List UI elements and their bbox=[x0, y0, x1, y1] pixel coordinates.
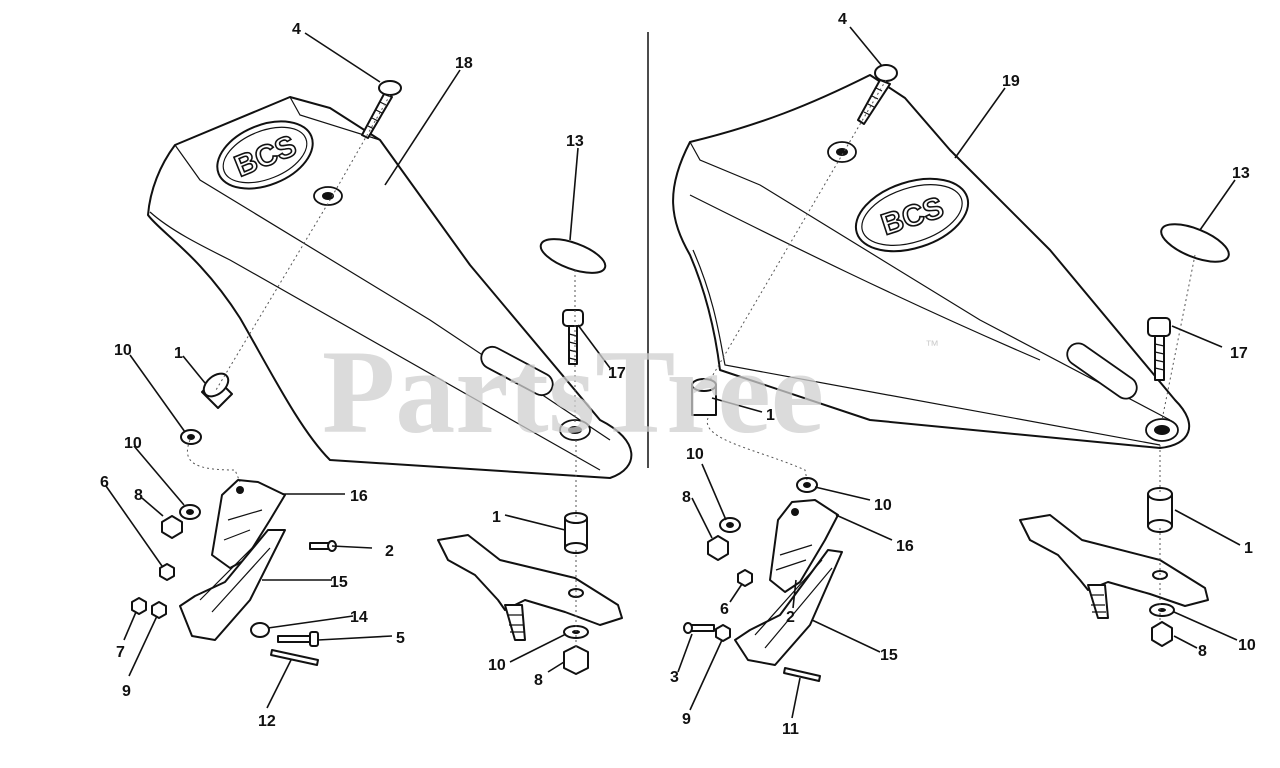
right-pin-11 bbox=[783, 667, 821, 682]
left-spacer-1a bbox=[201, 372, 233, 409]
callout-left-18: 18 bbox=[455, 55, 473, 72]
left-nut-7 bbox=[131, 597, 147, 615]
right-screw-3 bbox=[683, 622, 715, 634]
left-logo-oval-inner bbox=[222, 126, 308, 184]
right-cover-ridge bbox=[689, 141, 1171, 421]
callout-right-16: 16 bbox=[896, 538, 914, 555]
right-pad-13 bbox=[1160, 223, 1230, 263]
right-assembly: BCS bbox=[672, 26, 1241, 719]
callout-left-15: 15 bbox=[330, 574, 348, 591]
left-pad-13 bbox=[539, 238, 607, 274]
right-nut-9 bbox=[715, 624, 731, 642]
right-bracket-16-hole bbox=[791, 508, 799, 516]
right-spacer-1a bbox=[691, 378, 717, 416]
callout-right-13: 13 bbox=[1232, 165, 1250, 182]
right-cover-slot bbox=[1066, 342, 1138, 400]
left-bolt-5 bbox=[277, 631, 319, 647]
left-cover-ridge-2 bbox=[289, 96, 381, 141]
left-nut-9 bbox=[151, 601, 167, 619]
right-bolt-17 bbox=[1147, 317, 1171, 381]
left-nut-8b bbox=[563, 645, 589, 675]
callout-right-8b: 8 bbox=[1198, 643, 1207, 660]
right-plate-15 bbox=[734, 549, 843, 666]
watermark-text: PartsTree bbox=[322, 325, 824, 458]
callout-left-8a: 8 bbox=[134, 487, 143, 504]
callout-left-6: 6 bbox=[100, 474, 109, 491]
callout-right-9: 9 bbox=[682, 711, 691, 728]
left-plate-15 bbox=[179, 529, 286, 641]
right-cover-hole-bottom-inner bbox=[1154, 425, 1170, 435]
callout-right-1a: 1 bbox=[766, 407, 775, 424]
callout-left-10c: 10 bbox=[488, 657, 506, 674]
callout-right-15: 15 bbox=[880, 647, 898, 664]
callout-left-8b: 8 bbox=[534, 672, 543, 689]
callout-left-10a: 10 bbox=[114, 342, 132, 359]
right-spacer-1b bbox=[1147, 487, 1173, 533]
right-logo-oval bbox=[854, 177, 970, 253]
right-washer-10b-hole bbox=[726, 522, 734, 528]
watermark-trademark: ™ bbox=[925, 337, 939, 353]
right-nut-6 bbox=[737, 569, 753, 587]
left-nut-6 bbox=[159, 563, 175, 581]
callout-right-10b: 10 bbox=[874, 497, 892, 514]
callout-left-1a: 1 bbox=[174, 345, 183, 362]
callout-right-10c: 10 bbox=[1238, 637, 1256, 654]
callout-left-9: 9 bbox=[122, 683, 131, 700]
right-bracket-16 bbox=[769, 499, 839, 593]
callout-right-1b: 1 bbox=[1244, 540, 1253, 557]
left-pin-12 bbox=[270, 649, 319, 666]
callout-left-2: 2 bbox=[385, 543, 394, 560]
callout-left-12: 12 bbox=[258, 713, 276, 730]
callout-right-3: 3 bbox=[670, 669, 679, 686]
right-pivot-arm bbox=[1019, 514, 1209, 619]
callout-left-1b: 1 bbox=[492, 509, 501, 526]
left-washer-10b-hole bbox=[186, 509, 194, 515]
callout-right-6: 6 bbox=[720, 601, 729, 618]
callout-right-4: 4 bbox=[838, 11, 847, 28]
left-assembly: BCS bbox=[105, 32, 633, 709]
right-cover-edge bbox=[692, 249, 1161, 446]
left-cover bbox=[147, 96, 633, 479]
callout-right-19: 19 bbox=[1002, 73, 1020, 90]
left-spacer-1b bbox=[564, 512, 588, 554]
left-bracket-16 bbox=[211, 479, 286, 569]
callout-right-8a: 8 bbox=[682, 489, 691, 506]
callout-right-10a: 10 bbox=[686, 446, 704, 463]
right-cover-ridge-2 bbox=[689, 194, 1041, 361]
right-nut-8b bbox=[1151, 621, 1173, 647]
callout-left-4: 4 bbox=[292, 21, 301, 38]
callout-left-10b: 10 bbox=[124, 435, 142, 452]
left-washer-10a-hole bbox=[187, 434, 195, 440]
callout-right-17: 17 bbox=[1230, 345, 1248, 362]
right-nut-8a bbox=[707, 535, 729, 561]
callout-left-14: 14 bbox=[350, 609, 368, 626]
left-cover-hole-top-inner bbox=[322, 192, 334, 200]
right-bolt-4 bbox=[857, 64, 898, 125]
left-cover-slot bbox=[480, 345, 554, 397]
left-cover-edge bbox=[149, 211, 601, 471]
right-logo-oval-inner bbox=[861, 184, 963, 246]
right-cover bbox=[672, 74, 1191, 449]
left-washer-14 bbox=[250, 622, 270, 638]
callout-left-7: 7 bbox=[116, 644, 125, 661]
left-nut-8a bbox=[161, 515, 183, 539]
right-washer-10a-hole bbox=[803, 482, 811, 488]
callout-left-5: 5 bbox=[396, 630, 405, 647]
left-pivot-arm bbox=[437, 534, 623, 641]
left-cover-hole-bottom-inner bbox=[568, 426, 582, 434]
left-bracket-16-hole bbox=[236, 486, 244, 494]
right-washer-10c-hole bbox=[1158, 608, 1166, 612]
callout-labels: 4 18 13 17 10 1 10 16 6 8 2 1 15 14 7 5 … bbox=[100, 11, 1256, 738]
callout-left-16: 16 bbox=[350, 488, 368, 505]
left-bolt-17 bbox=[562, 309, 584, 365]
callout-right-2: 2 bbox=[786, 609, 795, 626]
left-logo-oval bbox=[216, 120, 314, 190]
callout-left-13: 13 bbox=[566, 133, 584, 150]
callout-right-11: 11 bbox=[782, 721, 799, 738]
callout-left-17: 17 bbox=[608, 365, 626, 382]
